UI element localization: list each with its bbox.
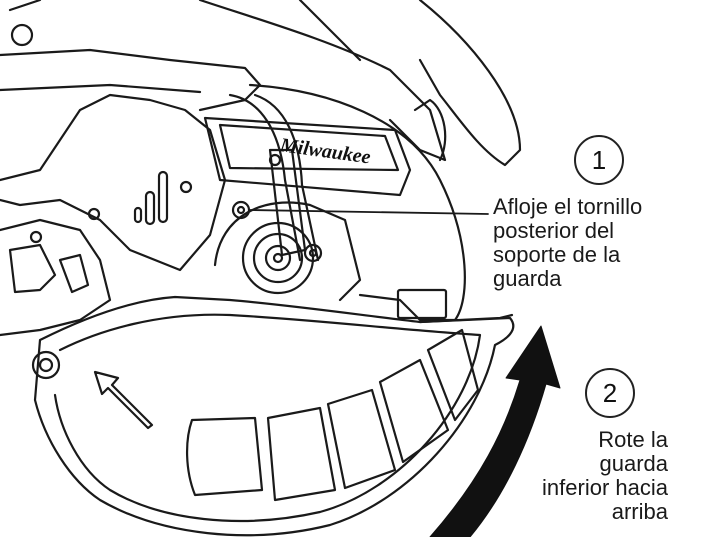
- guard-window-5: [426, 328, 480, 422]
- step-1-line: soporte de la: [493, 242, 621, 267]
- guard-pivot-outer: [31, 350, 61, 380]
- linkage-arm: [228, 93, 302, 262]
- upper-guard: [248, 83, 466, 322]
- motor-housing: [198, 0, 447, 162]
- side-screw: [29, 230, 43, 244]
- lower-guard-outline: [33, 295, 515, 537]
- side-panel: [0, 218, 112, 337]
- bracket-top-screw: [268, 153, 282, 167]
- housing-screw-left: [87, 207, 101, 221]
- rear-bracket-screw-inner: [236, 205, 246, 215]
- guard-window-4: [378, 358, 450, 464]
- side-panel-inner: [8, 243, 57, 294]
- arbor-bolt: [264, 244, 292, 272]
- handle-grip: [418, 0, 522, 167]
- linkage-arm-inner: [253, 93, 320, 262]
- guard-window-3: [326, 388, 397, 490]
- step-2-line: guarda: [599, 451, 668, 476]
- housing-screw-right: [179, 180, 193, 194]
- spindle-cover: [213, 201, 362, 302]
- rotation-arrow-icon: [93, 370, 154, 430]
- label-plate: [203, 116, 412, 197]
- step-2-badge: 2: [585, 368, 635, 418]
- housing-edge: [298, 0, 362, 62]
- lower-guard-edge: [418, 313, 514, 324]
- arbor-outer: [241, 221, 315, 295]
- step-2-line: inferior hacia: [542, 475, 668, 500]
- step-2-line: arriba: [611, 499, 668, 524]
- step-1-badge: 1: [574, 135, 624, 185]
- guard-window-1: [185, 416, 264, 497]
- vent-slot-small: [133, 206, 143, 224]
- step-1-line: guarda: [493, 266, 562, 291]
- guard-stop-block: [396, 288, 448, 320]
- vent-slot-large: [157, 170, 169, 224]
- step-2-instruction: Rote la guarda inferior hacia arriba: [500, 428, 668, 524]
- vent-slot-medium: [144, 190, 156, 226]
- step-1-line: Afloje el tornillo: [493, 194, 643, 219]
- guard-window-2: [266, 406, 337, 502]
- rotate-up-arrow-icon: [429, 325, 561, 538]
- arbor-bolt-center: [272, 252, 284, 264]
- step-1-instruction: Afloje el tornillo posterior del soporte…: [493, 195, 708, 291]
- upper-frame-line: [0, 83, 202, 94]
- side-slot: [58, 253, 90, 294]
- blade-housing: [0, 93, 227, 272]
- guard-nose: [413, 98, 447, 162]
- callout-1-leader: [249, 209, 489, 215]
- upper-frame: [0, 48, 262, 112]
- top-knob: [10, 23, 34, 47]
- label-plate-inner: [218, 123, 400, 172]
- housing-top-line: [8, 0, 42, 12]
- step-2-line: Rote la: [598, 427, 668, 452]
- arbor-flange: [252, 232, 304, 284]
- guard-pivot-inner: [38, 357, 54, 373]
- step-1-line: posterior del: [493, 218, 615, 243]
